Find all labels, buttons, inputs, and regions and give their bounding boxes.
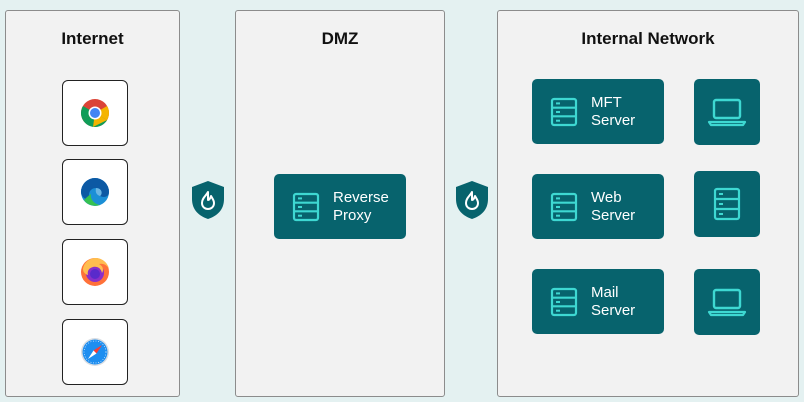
zone-title-dmz: DMZ: [321, 29, 359, 48]
firefox-icon: [81, 258, 109, 286]
server-icon: [292, 192, 320, 221]
server-icon: [550, 97, 578, 126]
reverse-proxy-label: Reverse Proxy: [333, 188, 389, 224]
laptop-icon: [707, 98, 747, 127]
mail-server-tile: Mail Server: [532, 269, 664, 334]
server-icon: [713, 187, 741, 221]
web-server-tile: Web Server: [532, 174, 664, 239]
firewall-shield-icon: [456, 181, 488, 219]
zone-title-internal-network: Internal Network: [581, 29, 715, 48]
server-device: [694, 171, 760, 237]
chrome-icon: [81, 99, 109, 127]
zone-internal-network: Internal Network MFT Server Web Server: [497, 10, 799, 397]
reverse-proxy-tile: Reverse Proxy: [274, 174, 406, 239]
zone-internet: Internet: [5, 10, 180, 397]
server-icon: [550, 192, 578, 221]
laptop-icon: [707, 288, 747, 317]
browser-chrome: [62, 80, 128, 146]
zone-dmz: DMZ Reverse Proxy: [235, 10, 445, 397]
zone-title-internet: Internet: [61, 29, 124, 48]
firewall-shield-icon: [192, 181, 224, 219]
safari-icon: [81, 338, 109, 366]
browser-firefox: [62, 239, 128, 305]
mail-server-label: Mail Server: [591, 283, 636, 319]
server-icon: [550, 287, 578, 316]
mft-server-tile: MFT Server: [532, 79, 664, 144]
laptop-device-2: [694, 269, 760, 335]
edge-icon: [81, 178, 109, 206]
browser-edge: [62, 159, 128, 225]
laptop-device-1: [694, 79, 760, 145]
browser-safari: [62, 319, 128, 385]
web-server-label: Web Server: [591, 188, 636, 224]
mft-server-label: MFT Server: [591, 93, 636, 129]
